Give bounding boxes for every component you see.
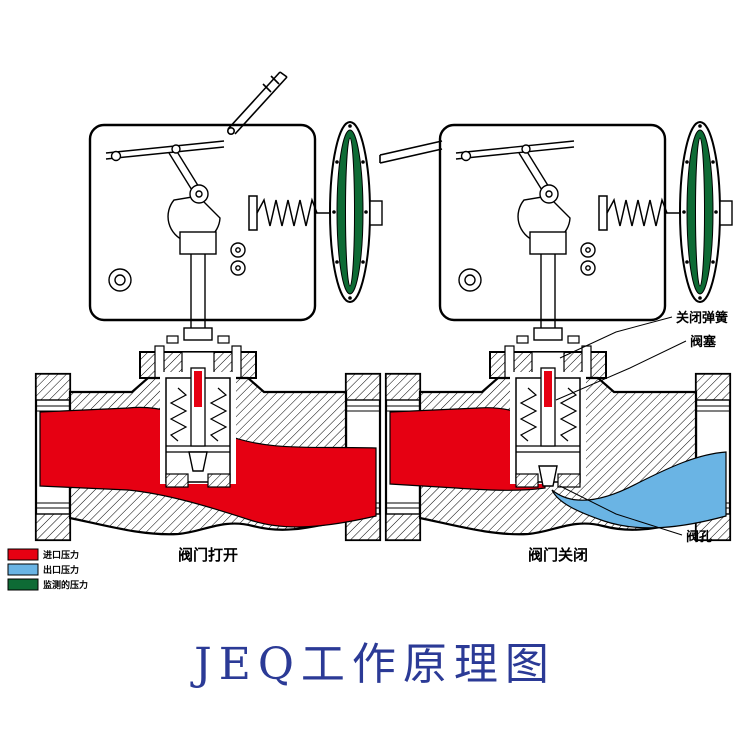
flow-inlet-closed [389, 407, 546, 491]
caption-valve-closed: 阀门关闭 [528, 546, 588, 564]
flow-outlet-closed [551, 451, 727, 529]
travel-indicator-lever [227, 71, 288, 136]
valve-plug-seated [538, 465, 558, 487]
caption-valve-open: 阀门打开 [178, 546, 238, 564]
valve-principle-diagram: 关闭弹簧 阀塞 阀孔 阀门打开 阀门关闭 进口压力 出口压力 监测的压力 [7, 71, 734, 591]
valve-open-diagram [34, 71, 384, 542]
travel-indicator-lever [379, 140, 443, 164]
page-title: JEQ工作原理图 [194, 639, 556, 690]
legend-swatch-inlet [7, 548, 39, 561]
callout-valve-plug: 阀塞 [690, 334, 717, 350]
callout-leader-lines [555, 316, 687, 536]
valve-plug-raised [188, 451, 208, 472]
callout-closing-spring: 关闭弹簧 [676, 310, 728, 326]
callout-valve-orifice: 阀孔 [686, 529, 712, 545]
legend: 进口压力 出口压力 监测的压力 [7, 548, 88, 591]
legend-label-outlet: 出口压力 [43, 564, 79, 576]
legend-label-monitored: 监测的压力 [43, 579, 88, 591]
legend-swatch-outlet [7, 563, 39, 576]
valve-closed-diagram [379, 120, 734, 542]
legend-swatch-monitored [7, 578, 39, 591]
legend-label-inlet: 进口压力 [43, 549, 79, 561]
